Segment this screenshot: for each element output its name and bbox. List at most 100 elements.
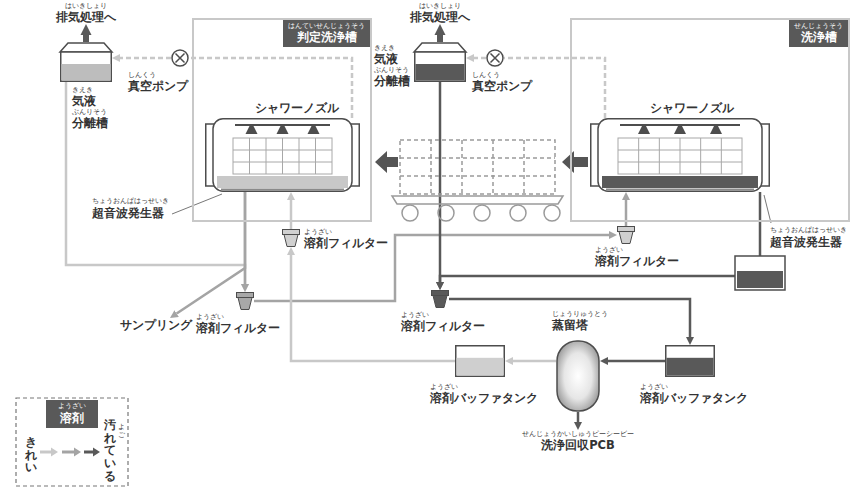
component-label: 分離槽 <box>72 116 108 130</box>
basket-grid <box>618 138 742 174</box>
furigana: せんじょうそう <box>794 22 843 30</box>
solvent-filter-shape <box>236 292 254 310</box>
basket-grid <box>233 138 332 174</box>
wash-chamber: シャワーノズル <box>205 118 360 192</box>
cart-wheel <box>402 205 418 221</box>
buffer-body <box>666 346 715 377</box>
legend-text: 汚れている <box>104 419 116 482</box>
separator-hood <box>60 43 112 52</box>
furigana: よご <box>118 424 125 439</box>
shower-nozzle <box>638 126 650 134</box>
pump-circle <box>487 50 503 66</box>
solvent-filter-shape <box>617 226 635 244</box>
shower-header <box>235 124 330 126</box>
tank-liquid <box>602 176 758 188</box>
legend-arrowhead <box>74 448 81 457</box>
furigana: ようざい <box>640 383 748 391</box>
swatch-head <box>51 448 58 457</box>
furigana: ようざい <box>196 313 280 321</box>
legend-swatch <box>40 448 58 457</box>
solvent-filter: ようざい溶剤フィルター <box>431 290 449 308</box>
furigana: ようざい <box>401 311 485 319</box>
cart-wheel <box>438 205 454 221</box>
component-label: 洗浄回収PCB <box>522 438 634 452</box>
furigana: ぶんりそう <box>72 108 108 116</box>
distillation-column-shape <box>556 340 600 412</box>
transfer-arrow <box>375 151 398 173</box>
part-label: 溶剤 <box>60 411 84 425</box>
vacuum-pump-shape <box>486 49 504 67</box>
filter-cap <box>237 293 254 298</box>
component-label: 分離槽 <box>374 74 410 88</box>
recovered-pcb-outlet: せんじょうかいしゅうピーシービー洗浄回収PCB <box>522 430 634 452</box>
cart-wheel <box>474 205 490 221</box>
furigana: ようざい <box>595 246 679 254</box>
wash-chamber: シャワーノズル <box>590 118 770 192</box>
sampling-destination: サンプリング <box>120 318 192 332</box>
unit-header: はんていせんじょうそう判定洗浄槽 <box>283 20 370 47</box>
exhaust-destination: はいきしょり排気処理へ <box>410 2 470 24</box>
basket-frame <box>618 138 742 174</box>
component-label: 排気処理へ <box>410 10 470 24</box>
solvent-pipe <box>625 200 628 226</box>
ultrasonic-plate <box>606 189 754 191</box>
component-label: 判定洗浄槽 <box>288 30 365 44</box>
tank-body <box>598 119 762 192</box>
legend-arrow <box>62 451 75 454</box>
shower-nozzle <box>277 126 289 134</box>
transfer-arrow <box>562 151 588 173</box>
label-block: ようざい溶剤フィルター <box>196 313 280 335</box>
furigana: しんくう <box>128 71 188 79</box>
component-label: 溶剤フィルター <box>595 254 679 268</box>
recovery-pipe <box>577 412 580 422</box>
buffer-tank: ようざい溶剤バッファタンク <box>455 345 505 377</box>
gas-liquid-separator-shape <box>60 42 112 82</box>
vacuum-pump-shape <box>171 49 189 67</box>
column-body <box>557 341 599 411</box>
label-block: きえき気液ぶんりそう分離槽 <box>374 44 410 88</box>
unit-header: せんじょうそう洗浄槽 <box>789 20 848 47</box>
component-label: 蒸留塔 <box>552 318 608 332</box>
component-label: 洗浄槽 <box>794 30 843 44</box>
pump-circle <box>172 50 188 66</box>
solvent-pipe <box>449 299 690 337</box>
filter-body <box>619 232 633 244</box>
component-label: 溶剤バッファタンク <box>430 391 538 405</box>
solvent-filter: ようざい溶剤フィルター <box>282 229 300 247</box>
basket-frame <box>233 138 332 174</box>
solvent-pipe <box>291 255 455 361</box>
solvent-filter-shape <box>431 290 449 308</box>
component-label: 排気処理へ <box>56 10 116 24</box>
tank-liquid <box>217 176 348 188</box>
filter-cap <box>618 227 635 232</box>
furigana: きえき <box>374 44 410 52</box>
filter-cap <box>283 230 300 235</box>
buffer-body <box>456 346 505 377</box>
pump-cross <box>176 54 185 63</box>
filter-body <box>284 235 298 247</box>
furigana: ようざい <box>58 402 86 410</box>
filter-body <box>238 298 252 310</box>
solvent-pipe <box>440 192 760 282</box>
furigana: ちょうおんぱはっせいき <box>770 226 847 234</box>
label-block: ようざい溶剤フィルター <box>401 311 485 333</box>
label-block: シャワーノズル <box>255 101 339 115</box>
gas-liquid-separator-shape <box>414 42 466 82</box>
furigana: ちょうおんぱはっせいき <box>92 197 169 205</box>
basket-outline <box>400 140 555 194</box>
solvent-pipe <box>439 82 442 282</box>
solvent-pipe <box>290 200 293 229</box>
component-label: 気液 <box>72 94 108 108</box>
swatch-line <box>84 451 94 454</box>
separator-liquid <box>416 64 465 81</box>
furigana: じょうりゅうとう <box>552 310 608 318</box>
shower-nozzle <box>674 126 686 134</box>
vacuum-line <box>120 57 171 60</box>
solvent-pipe <box>254 235 609 301</box>
label-block: はいきしょり排気処理へ <box>410 2 470 24</box>
furigana: はんていせんじょうそう <box>288 22 365 30</box>
component-label: サンプリング <box>120 318 192 332</box>
label-block: しんくう真空ポンプ <box>472 71 532 93</box>
